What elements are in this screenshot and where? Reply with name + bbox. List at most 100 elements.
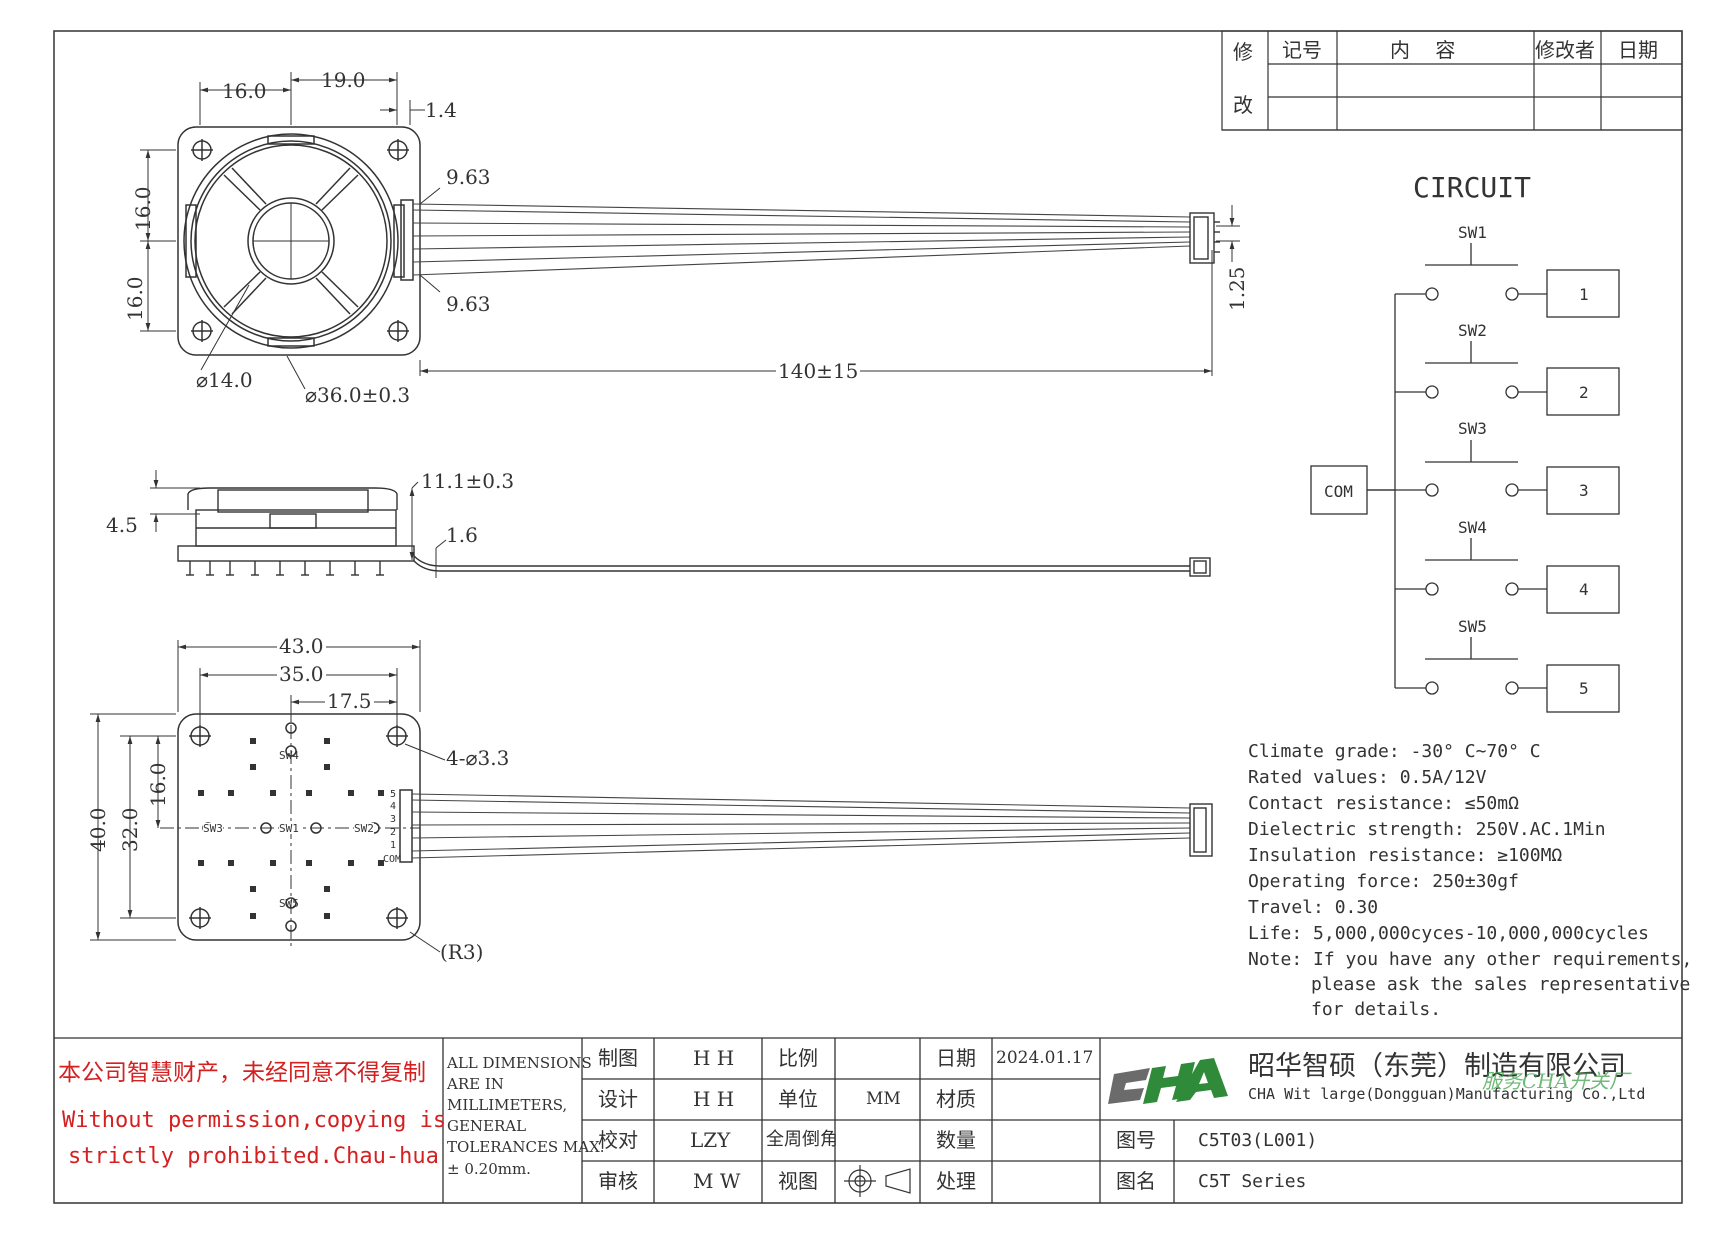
spec-climate: Climate grade: -30° C~70° C xyxy=(1248,741,1541,762)
label-treatment: 处理 xyxy=(936,1169,976,1193)
company-name-cn: 昭华智硕（东莞）制造有限公司 xyxy=(1248,1051,1626,1082)
tolerance-line-5: TOLERANCES MAX. xyxy=(447,1138,605,1156)
pin-label-1: 1 xyxy=(390,840,397,851)
label-scale: 比例 xyxy=(778,1046,818,1070)
circuit-sw4-name: SW4 xyxy=(1458,518,1487,537)
label-drawing-name: 图名 xyxy=(1116,1169,1156,1193)
label-unit: 单位 xyxy=(778,1087,818,1111)
pin-label-3: 3 xyxy=(390,814,397,825)
spec-life: Life: 5,000,000cyces-10,000,000cycles xyxy=(1248,923,1649,944)
sheet-border xyxy=(53,30,1683,1204)
top-view-wires xyxy=(412,203,1191,276)
copyright-en-1: Without permission,copying is xyxy=(62,1108,447,1133)
spec-force: Operating force: 250±30gf xyxy=(1248,871,1519,892)
dim-17-5: 17.5 xyxy=(325,689,374,713)
top-view-dimensions xyxy=(140,72,1240,390)
dim-16-left-lower: 16.0 xyxy=(123,276,147,321)
bottom-sw1-label: SW1 xyxy=(279,822,299,835)
rev-mark-1: 修 xyxy=(1233,40,1253,64)
dim-1-4: 1.4 xyxy=(425,98,457,122)
label-drawing-no: 图号 xyxy=(1116,1128,1156,1152)
circuit-sw5-name: SW5 xyxy=(1458,617,1487,636)
circuit-sw1-pin: 1 xyxy=(1579,285,1589,304)
dim-40: 40.0 xyxy=(86,807,110,852)
bottom-connector xyxy=(1189,803,1213,857)
dim-4-5: 4.5 xyxy=(106,513,138,537)
copyright-en-2: strictly prohibited.Chau-hua xyxy=(68,1144,439,1169)
circuit-sw5-pin: 5 xyxy=(1579,679,1589,698)
dim-32: 32.0 xyxy=(118,807,142,852)
dim-r3: (R3) xyxy=(440,940,484,964)
bottom-sw4-label: SW4 xyxy=(279,749,299,762)
spec-insulation: Insulation resistance: ≥100MΩ xyxy=(1248,845,1563,866)
rev-col-record: 记号 xyxy=(1282,38,1322,62)
circuit-sw1 xyxy=(1395,243,1620,318)
dim-9-63-lower: 9.63 xyxy=(446,292,491,316)
dim-140: 140±15 xyxy=(776,359,861,383)
tolerance-line-3: MILLIMETERS, xyxy=(447,1096,568,1114)
dim-19: 19.0 xyxy=(321,68,366,92)
company-logo xyxy=(1108,1058,1228,1104)
dim-9-63-upper: 9.63 xyxy=(446,165,491,189)
spec-note-3: for details. xyxy=(1311,999,1442,1020)
label-view: 视图 xyxy=(778,1169,818,1193)
dim-dia36: ⌀36.0±0.3 xyxy=(305,383,411,407)
label-qty: 数量 xyxy=(936,1128,976,1152)
dim-1-25: 1.25 xyxy=(1225,266,1249,311)
pin-label-4: 4 xyxy=(390,801,397,812)
rev-col-content: 内 容 xyxy=(1390,38,1456,62)
dim-16-top: 16.0 xyxy=(222,79,267,103)
view-symbol-icon xyxy=(844,1165,911,1197)
tolerance-line-6: ± 0.20mm. xyxy=(447,1160,531,1178)
side-view-dimensions xyxy=(150,470,447,578)
tolerance-line-1: ALL DIMENSIONS xyxy=(447,1054,592,1072)
rev-col-modifier: 修改者 xyxy=(1535,38,1595,62)
copyright-cn: 本公司智慧财产，未经同意不得复制 xyxy=(58,1060,426,1086)
label-chamfer: 全周倒角 xyxy=(766,1129,838,1150)
value-drawing-no: C5T03(L001) xyxy=(1198,1130,1318,1151)
bottom-sw2-label: SW2 xyxy=(354,822,374,835)
circuit-sw3-name: SW3 xyxy=(1458,419,1487,438)
dim-dia14: ⌀14.0 xyxy=(196,368,253,392)
title-block xyxy=(54,1037,1682,1203)
pin-label-com: COM xyxy=(383,854,402,865)
tolerance-line-2: ARE IN xyxy=(447,1075,504,1093)
circuit-sw4 xyxy=(1395,538,1620,614)
label-check: 校对 xyxy=(598,1128,638,1152)
side-view xyxy=(177,487,1211,577)
value-design: H H xyxy=(693,1087,735,1111)
label-material: 材质 xyxy=(936,1087,976,1111)
dim-16-bottom: 16.0 xyxy=(146,762,170,807)
value-drawing-name: C5T Series xyxy=(1198,1171,1307,1192)
dim-11-1: 11.1±0.3 xyxy=(421,469,515,493)
bottom-view-pads xyxy=(198,738,384,919)
dim-43: 43.0 xyxy=(277,634,326,658)
rev-col-date: 日期 xyxy=(1618,38,1658,62)
spec-note-2: please ask the sales representative xyxy=(1311,974,1691,995)
circuit-sw3 xyxy=(1367,440,1620,515)
value-review: M W xyxy=(693,1169,741,1193)
circuit-sw3-pin: 3 xyxy=(1579,481,1589,500)
label-review: 审核 xyxy=(598,1169,638,1193)
bottom-view-wires xyxy=(411,793,1191,859)
spec-contact: Contact resistance: ≤50mΩ xyxy=(1248,793,1519,814)
dim-1-6: 1.6 xyxy=(446,523,478,547)
spec-dielectric: Dielectric strength: 250V.AC.1Min xyxy=(1248,819,1606,840)
dim-35: 35.0 xyxy=(277,662,326,686)
spec-note-1: Note: If you have any other requirements… xyxy=(1248,949,1693,970)
watermark-text: 服务CHA开关厂 xyxy=(1482,1069,1630,1093)
bottom-sw5-label: SW5 xyxy=(279,897,299,910)
company-name-en: CHA Wit large(Dongguan)Manufacturing Co.… xyxy=(1248,1085,1646,1103)
value-unit: MM xyxy=(866,1089,901,1109)
revision-table xyxy=(1221,30,1683,131)
circuit-sw2-pin: 2 xyxy=(1579,383,1589,402)
value-date: 2024.01.17 xyxy=(996,1048,1094,1068)
label-date: 日期 xyxy=(936,1046,976,1070)
pin-label-5: 5 xyxy=(390,789,397,800)
pin-label-2: 2 xyxy=(390,827,397,838)
rev-mark-2: 改 xyxy=(1233,93,1253,117)
spec-travel: Travel: 0.30 xyxy=(1248,897,1379,918)
circuit-title: CIRCUIT xyxy=(1413,171,1532,204)
label-draw: 制图 xyxy=(598,1046,638,1070)
label-design: 设计 xyxy=(598,1087,638,1111)
